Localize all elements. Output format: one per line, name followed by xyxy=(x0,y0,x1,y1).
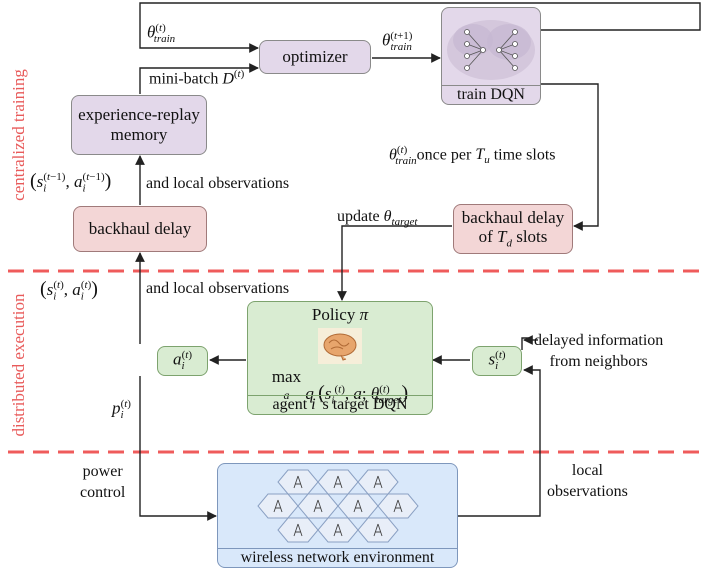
train-dqn-label: train DQN xyxy=(442,85,540,104)
theta-train-label: θ(t)train xyxy=(147,22,176,46)
region-label-training: centralized training xyxy=(9,69,28,201)
replay-line2: memory xyxy=(110,125,168,144)
update-target-label: update θtarget xyxy=(337,208,418,229)
power-label: pi(t) xyxy=(112,398,131,422)
environment-label: wireless network environment xyxy=(218,548,457,567)
backhaul-left-label: backhaul delay xyxy=(88,219,192,239)
brain-icon xyxy=(318,327,362,364)
action-box: ai(t) xyxy=(157,346,208,376)
policy-title: Policy π xyxy=(311,305,369,324)
optimizer-label: optimizer xyxy=(282,47,348,67)
backhaul-right-line2: of Td slots xyxy=(478,227,548,250)
optimizer-box: optimizer xyxy=(259,40,371,74)
experience-replay-box: experience-replay memory xyxy=(71,95,207,155)
state-box: si(t) xyxy=(472,346,522,376)
backhaul-delay-left-box: backhaul delay xyxy=(73,206,207,252)
neural-network-icon xyxy=(447,20,535,80)
backhaul-right-line1: backhaul delay xyxy=(461,207,565,227)
base-station-icon xyxy=(256,469,419,543)
region-label-execution: distributed execution xyxy=(9,293,28,437)
policy-subtitle: agent i 's target DQN xyxy=(248,395,432,414)
environment-box: wireless network environment xyxy=(217,463,458,568)
local-observations-top: and local observations xyxy=(146,175,290,192)
theta-train-next-label: θ(t+1)train xyxy=(382,30,413,54)
mini-batch-label: mini-batch D(t) xyxy=(149,68,245,88)
replay-line1: experience-replay xyxy=(78,105,200,125)
theta-train-once-label: θ(t)trainonce per Tu time slots xyxy=(389,144,556,167)
state-action-label: (si(t), ai(t)) xyxy=(40,278,98,303)
train-dqn-box: train DQN xyxy=(441,7,541,105)
backhaul-delay-right-box: backhaul delay of Td slots xyxy=(453,204,573,254)
local-observations-mid: and local observations xyxy=(146,280,290,297)
prev-state-action-label: (si(t−1), ai(t−1)) xyxy=(30,170,112,195)
